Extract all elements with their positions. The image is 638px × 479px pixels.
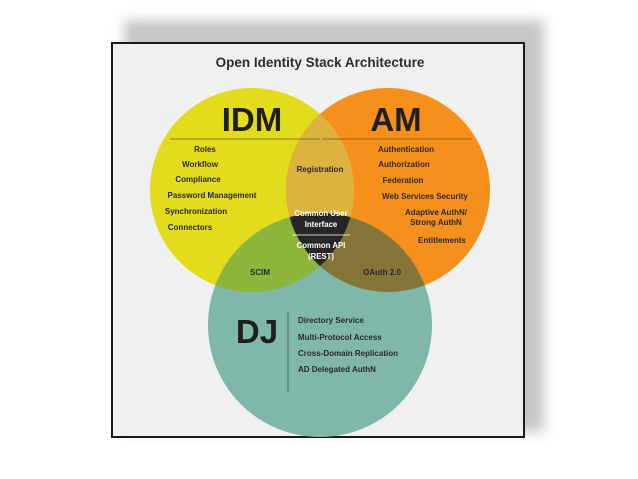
am-item: Federation xyxy=(383,176,424,185)
center-text: Interface xyxy=(305,220,338,229)
am-item: Authorization xyxy=(378,160,430,169)
idm-item: Connectors xyxy=(168,223,213,232)
dj-item: Directory Service xyxy=(298,316,364,325)
center-text: Common User xyxy=(294,209,347,218)
dj-item: AD Delegated AuthN xyxy=(298,365,376,374)
dj-item: Cross-Domain Replication xyxy=(298,349,398,358)
dj-label: DJ xyxy=(236,313,278,350)
registration-label: Registration xyxy=(297,165,344,174)
am-item: Authentication xyxy=(378,145,434,154)
am-item: Entitlements xyxy=(418,236,467,245)
am-dj-overlap xyxy=(286,213,432,292)
idm-item: Synchronization xyxy=(165,207,227,216)
oauth-label: OAuth 2.0 xyxy=(363,268,401,277)
center-text: Common API xyxy=(297,241,346,250)
center-text: (REST) xyxy=(308,252,334,261)
am-item: Adaptive AuthN/ xyxy=(405,208,468,217)
idm-dj-overlap xyxy=(208,213,354,292)
am-item: Strong AuthN xyxy=(410,218,462,227)
idm-item: Roles xyxy=(194,145,216,154)
dj-item: Multi-Protocol Access xyxy=(298,333,382,342)
am-label: AM xyxy=(370,101,421,138)
diagram-title: Open Identity Stack Architecture xyxy=(216,55,425,70)
scim-label: SCIM xyxy=(250,268,270,277)
idm-item: Password Management xyxy=(168,191,257,200)
idm-label: IDM xyxy=(222,101,283,138)
am-item: Web Services Security xyxy=(382,192,468,201)
idm-item: Workflow xyxy=(182,160,219,169)
idm-item: Compliance xyxy=(175,175,221,184)
